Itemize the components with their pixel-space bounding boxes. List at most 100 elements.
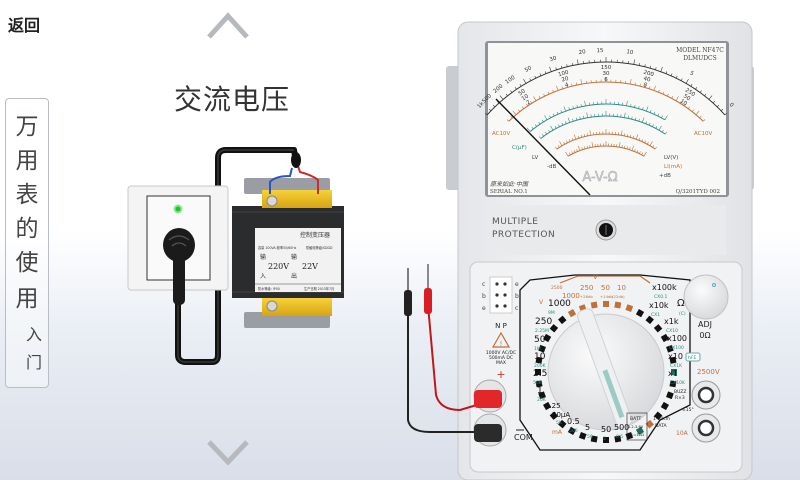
transformer-label: 出 (291, 272, 297, 280)
dcv-scale-label: 150 (601, 65, 612, 71)
dcv-scale-label: 250 (684, 87, 696, 98)
ma-resistance-label: 5 (603, 436, 606, 442)
scale-tick (549, 115, 551, 118)
scale-tick (631, 145, 634, 151)
scale-tick (576, 82, 578, 86)
scale-tick (499, 95, 504, 100)
hfe-socket-label: b (482, 293, 486, 300)
back-button[interactable]: 返回 (8, 16, 41, 35)
scale-tick (638, 106, 640, 109)
dcv-scale-label: 50 (682, 93, 692, 102)
transformer-footer: 防水等级: IP00 (258, 286, 280, 291)
hfe-socket-label: e (482, 305, 486, 312)
scale-tick (568, 139, 571, 142)
scale-tick (497, 101, 500, 104)
side-char: 万 (15, 114, 39, 140)
scale-tick (620, 130, 623, 136)
signature-logo: 原来如此·中国 (490, 180, 529, 188)
adj-label: ADJ (698, 320, 712, 329)
scale-tick (572, 118, 574, 122)
ohm-range-label: x100 (667, 334, 687, 343)
hfe-socket-label: e (515, 281, 519, 288)
warning-icon: ! (491, 331, 511, 348)
plus-label: + (496, 368, 505, 381)
dcv-resistance-label: 2.25M (535, 328, 549, 334)
scale-tick (624, 133, 626, 136)
scale-tick (695, 87, 698, 90)
scale-tick (538, 121, 541, 125)
dial-label: 2500 (551, 285, 563, 291)
scale-label: LI(mA) (664, 164, 682, 170)
scale-tick (529, 78, 532, 81)
meter-needle (495, 98, 591, 196)
zero-adjust-screw[interactable] (595, 219, 617, 241)
scale-tick (547, 91, 550, 95)
ohm-scale-label: 50 (524, 65, 533, 74)
input-voltage: 220V (268, 262, 289, 271)
scale-tick (638, 137, 641, 141)
dcv-resistance-label: 1M (534, 346, 541, 352)
page-title: 交流电压 (174, 83, 291, 116)
adj-knob[interactable] (683, 274, 729, 320)
scale-arc (540, 115, 666, 139)
scale-tick (485, 113, 488, 116)
scale-tick (634, 82, 636, 86)
10a-label: 10A (676, 430, 689, 437)
scale-tick (638, 118, 640, 122)
chevron-down-icon[interactable] (207, 440, 249, 466)
scale-tick (586, 145, 588, 149)
dial-position-marker (535, 356, 543, 364)
scale-arc (486, 61, 726, 116)
dcv-scale-label: 20 (561, 76, 570, 84)
scale-tick (566, 64, 568, 67)
dial-position-marker (590, 435, 598, 443)
scale-tick (653, 111, 656, 115)
scale-tick (518, 109, 521, 112)
scale-tick (558, 124, 560, 127)
scale-tick (652, 145, 655, 148)
scale-tick (653, 85, 656, 91)
wall-socket (127, 185, 229, 305)
dcv-scale-label: 100 (558, 69, 570, 78)
dial-position-marker (538, 391, 546, 400)
scale-tick (644, 64, 646, 67)
scale-tick (644, 140, 646, 144)
scale-tick (560, 110, 563, 113)
scale-tick (488, 108, 492, 112)
red-probe[interactable] (424, 264, 502, 412)
scale-tick (671, 96, 674, 99)
scale-tick (621, 145, 623, 148)
warning-text: MAX (496, 360, 506, 366)
scale-tick (644, 84, 646, 88)
scale-tick (561, 86, 564, 89)
scale-tick (657, 113, 660, 117)
side-panel-multimeter-intro[interactable]: 万 用 表 的 使 用 入 门 (5, 98, 49, 388)
ma-resistance-label: 500 (569, 428, 578, 434)
capacitance-range-label: CX10 (666, 328, 678, 334)
model-label: MODEL NF47C (676, 47, 724, 54)
dial-position-marker (669, 380, 677, 388)
dial-position-marker (653, 324, 663, 333)
scale-label: -dB (547, 164, 556, 170)
dial-label: mA (552, 429, 563, 436)
scale-tick (670, 73, 673, 76)
black-probe[interactable] (404, 268, 502, 442)
plug-icon (163, 228, 195, 305)
scale-tick (589, 145, 591, 148)
scale-tick (618, 142, 621, 148)
scale-arc (508, 81, 704, 122)
scale-tick (660, 66, 663, 72)
scale-tick (690, 84, 693, 87)
scale-tick (526, 103, 528, 107)
scale-tick (512, 110, 517, 115)
scale-tick (658, 125, 662, 131)
range-selector-knob[interactable] (547, 307, 665, 431)
scale-tick (638, 62, 641, 66)
transformer-label: 输 (260, 253, 266, 261)
scale-tick (530, 100, 533, 104)
scale-tick (568, 152, 571, 156)
ohm-scale-label: 200 (492, 83, 504, 95)
scale-arc (529, 103, 666, 132)
chevron-up-icon[interactable] (207, 12, 249, 39)
